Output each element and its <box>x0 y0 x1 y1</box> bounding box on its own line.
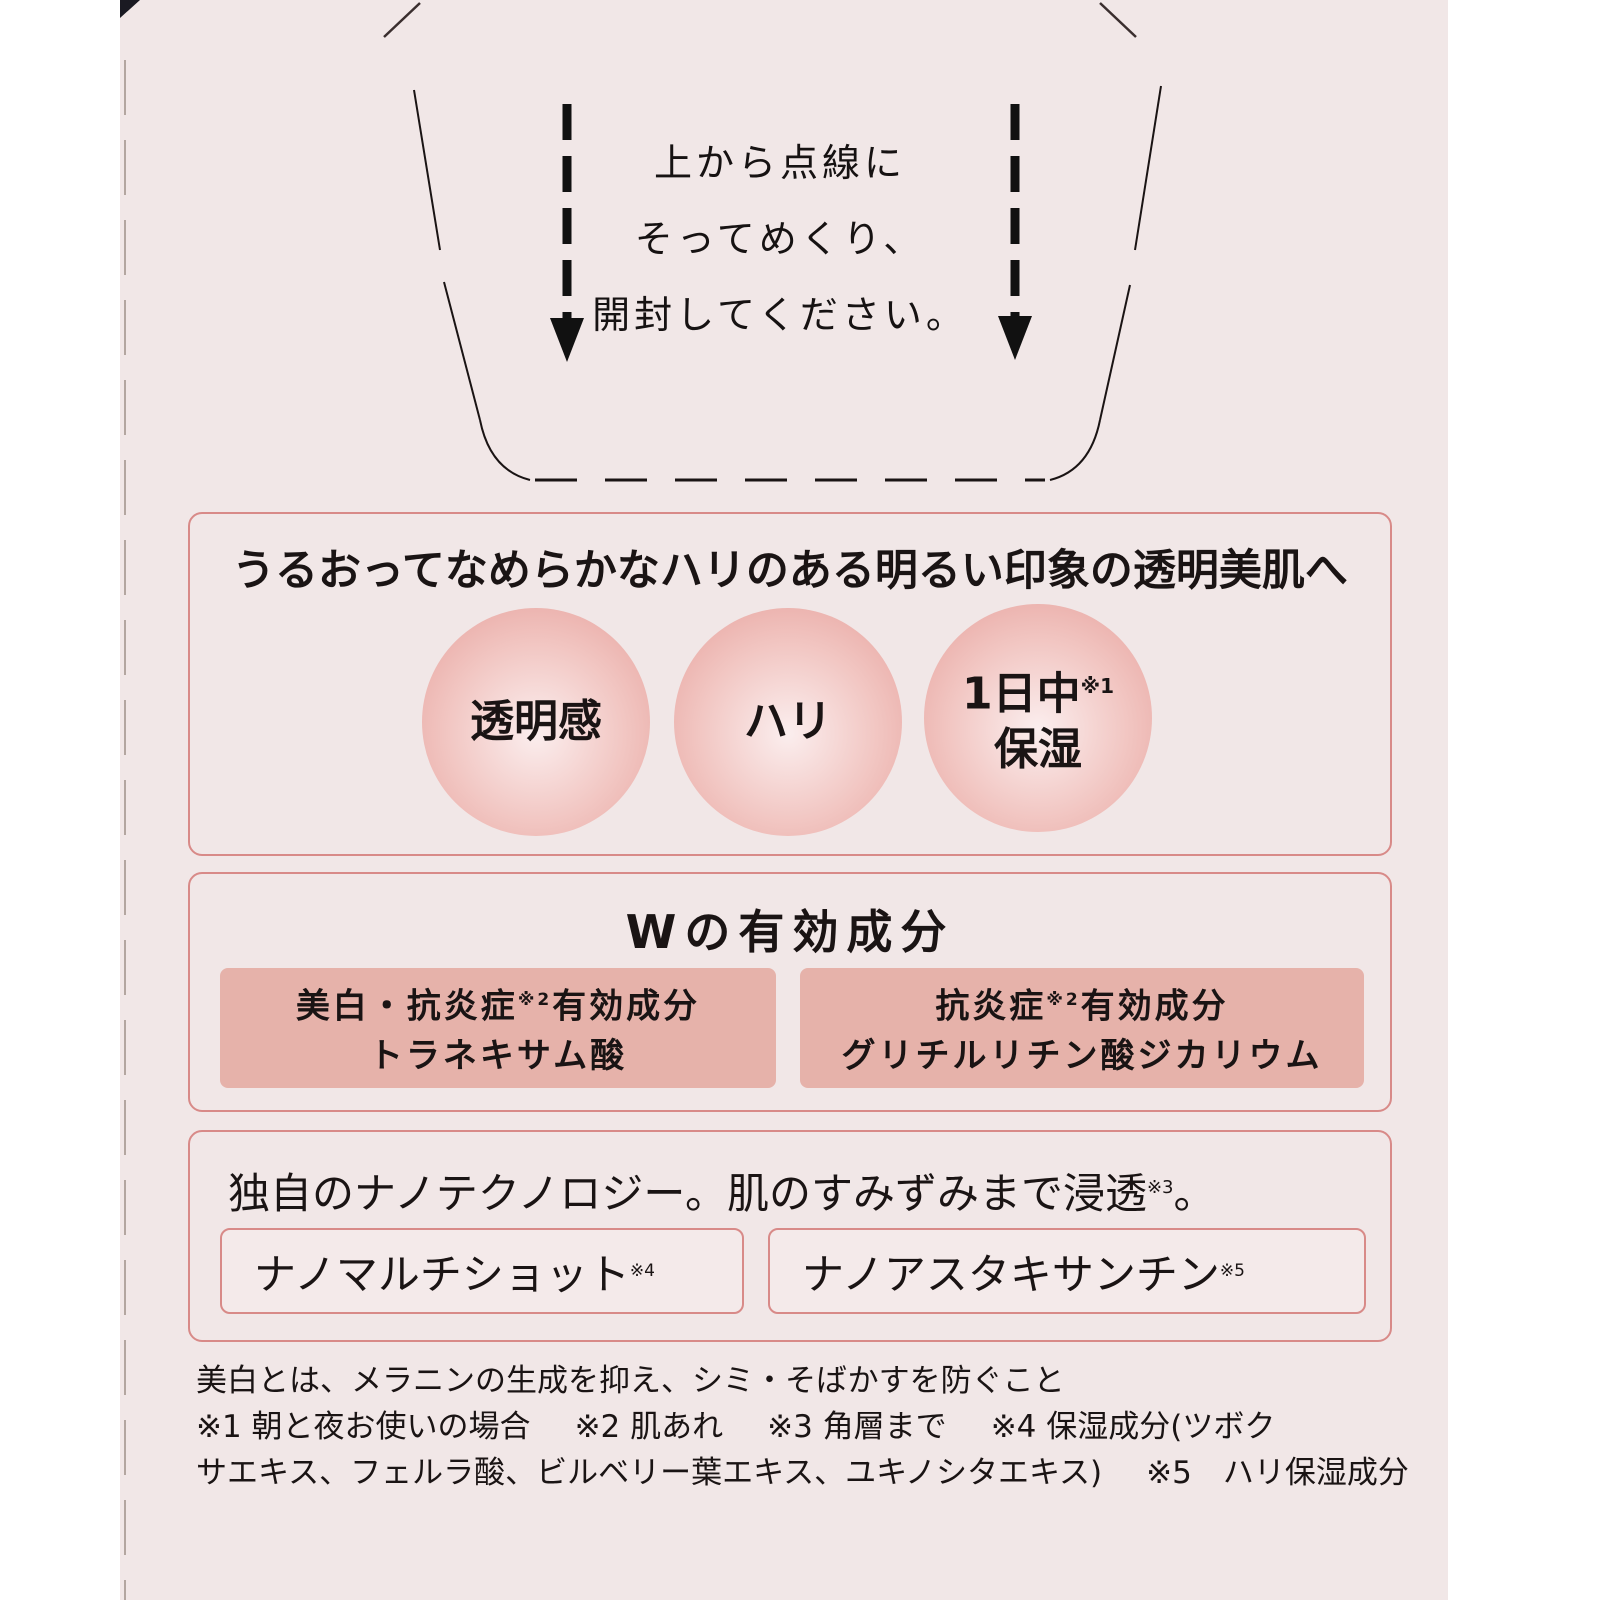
benefit-label-line1: 1日中 <box>962 668 1081 720</box>
benefit-label-line2: 保湿 <box>994 724 1082 776</box>
tech-box-nano-multishot: ナノマルチショット※4 <box>220 1228 744 1314</box>
footnote-4-continued: サエキス、フェルラ酸、ビルベリー葉エキス、ユキノシタエキス) <box>196 1455 1103 1491</box>
flap-side-left-lower <box>443 281 481 421</box>
ingredient-type-suffix: 有効成分 <box>1080 986 1229 1027</box>
footnote-row: ※1 朝と夜お使いの場合 ※2 肌あれ ※3 角層まで ※4 保湿成分(ツボク <box>196 1404 1406 1450</box>
footnote-4: ※4 保湿成分(ツボク <box>990 1409 1276 1445</box>
tech-label: ナノアスタキサンチン <box>802 1249 1220 1299</box>
ingredient-name: グリチルリチン酸ジカリウム <box>841 1036 1323 1077</box>
footnote-5: ※5 ハリ保湿成分 <box>1146 1455 1409 1491</box>
opening-instructions: 上から点線に そってめくり、 開封してください。 <box>590 125 970 353</box>
benefits-headline: うるおってなめらかなハリのある明るい印象の透明美肌へ <box>232 546 1348 596</box>
footnote-3: ※3 角層まで <box>767 1409 947 1445</box>
ingredient-type: 抗炎症 <box>935 986 1047 1027</box>
benefit-badge-moisture: 1日中※1 保湿 <box>924 604 1152 832</box>
footnote-mark: ※2 <box>1046 989 1081 1010</box>
tear-open-flap[interactable] <box>0 0 1600 520</box>
footnote-1: ※1 朝と夜お使いの場合 <box>196 1409 531 1445</box>
whitening-definition: 美白とは、メラニンの生成を抑え、シミ・そばかすを防ぐこと <box>196 1363 1065 1399</box>
flap-side-right-lower <box>1099 284 1131 421</box>
benefit-label: 透明感 <box>470 696 602 747</box>
footnote-mark: ※4 <box>629 1261 655 1281</box>
ingredient-box-tranexamic: 美白・抗炎症※2有効成分 トラネキサム酸 <box>220 968 776 1088</box>
benefit-badge-clarity: 透明感 <box>422 608 650 836</box>
benefit-badge-firmness: ハリ <box>674 608 902 836</box>
footnote-mark: ※3 <box>1146 1177 1174 1198</box>
ingredient-type: 美白・抗炎症 <box>295 986 518 1027</box>
nanotech-headline-end: 。 <box>1173 1169 1216 1218</box>
ingredient-box-glycyrrhizinate: 抗炎症※2有効成分 グリチルリチン酸ジカリウム <box>800 968 1364 1088</box>
flap-cut-left <box>383 2 421 38</box>
nanotech-panel: 独自のナノテクノロジー。肌のすみずみまで浸透※3。 ナノマルチショット※4 ナノ… <box>188 1130 1392 1342</box>
footnote-mark: ※2 <box>517 989 553 1010</box>
benefits-panel: うるおってなめらかなハリのある明るい印象の透明美肌へ 透明感 ハリ 1日中※1 … <box>188 512 1392 856</box>
flap-side-left-upper <box>413 89 441 251</box>
footnotes: 美白とは、メラニンの生成を抑え、シミ・そばかすを防ぐこと ※1 朝と夜お使いの場… <box>196 1358 1409 1496</box>
down-arrow-right-icon <box>998 104 1032 360</box>
footnote-mark: ※5 <box>1219 1261 1245 1281</box>
active-ingredients-title: Wの有効成分 <box>625 905 955 959</box>
instruction-line: 開封してください。 <box>592 293 968 337</box>
ingredient-type-suffix: 有効成分 <box>552 986 701 1027</box>
instruction-line: 上から点線に <box>653 141 906 185</box>
footnote-row: サエキス、フェルラ酸、ビルベリー葉エキス、ユキノシタエキス) ※5 ハリ保湿成分 <box>196 1450 1409 1496</box>
left-perforation-line <box>124 60 126 1600</box>
nanotech-headline: 独自のナノテクノロジー。肌のすみずみまで浸透※3。 <box>228 1160 1216 1221</box>
footnote-mark: ※1 <box>1080 673 1114 698</box>
active-ingredients-panel: Wの有効成分 美白・抗炎症※2有効成分 トラネキサム酸 抗炎症※2有効成分 グリ… <box>188 872 1392 1112</box>
tech-label: ナノマルチショット <box>254 1249 630 1299</box>
footnote-2: ※2 肌あれ <box>574 1409 724 1445</box>
nanotech-headline-text: 独自のナノテクノロジー。肌のすみずみまで浸透 <box>228 1169 1147 1218</box>
tech-box-nano-astaxanthin: ナノアスタキサンチン※5 <box>768 1228 1366 1314</box>
flap-cut-right <box>1099 2 1137 38</box>
ingredient-name: トラネキサム酸 <box>368 1036 628 1077</box>
benefit-label: ハリ <box>744 696 832 747</box>
instruction-line: そってめくり、 <box>634 217 926 261</box>
down-arrow-left-icon <box>550 104 584 362</box>
flap-side-right-upper <box>1134 85 1162 251</box>
